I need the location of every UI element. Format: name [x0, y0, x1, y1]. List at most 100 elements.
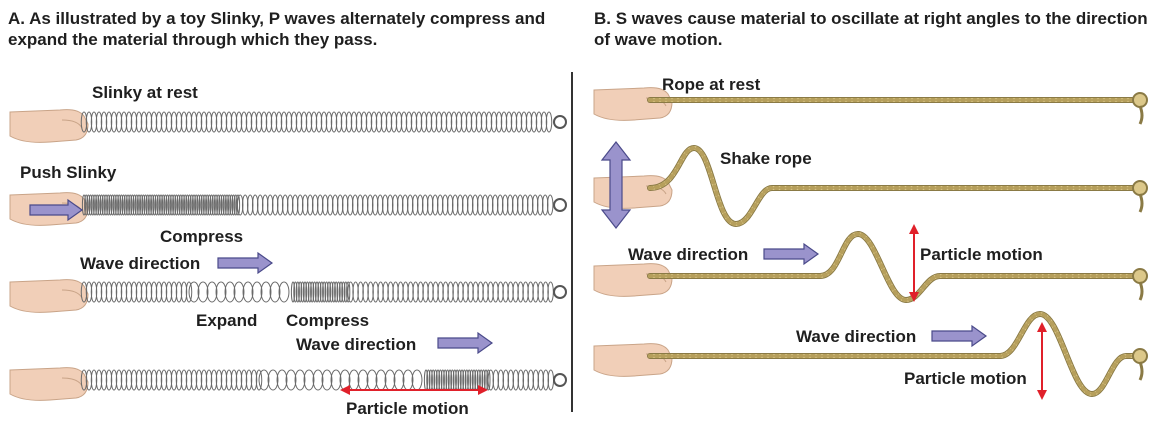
- rope-shake: [647, 144, 1141, 228]
- slinky-push-coil: [163, 194, 168, 216]
- slinky-wave-1-coil: [317, 281, 322, 303]
- slinky-push-coil: [172, 194, 177, 216]
- slinky-push-coil: [220, 194, 225, 216]
- slinky-wave-1-coil: [302, 281, 308, 303]
- slinky-push-coil: [211, 194, 216, 216]
- slinky-push-coil: [101, 194, 106, 216]
- slinky-rest-end-ring: [553, 115, 567, 129]
- slinky-push-coil: [128, 194, 133, 216]
- slinky-push-coil: [141, 194, 146, 216]
- slinky-wave-1-coil: [269, 281, 281, 303]
- slinky-wave-1-coil: [197, 281, 209, 303]
- slinky-wave-1-coil: [324, 281, 329, 303]
- slinky-push-coil: [106, 194, 111, 216]
- rope-knot-1-tail: [1138, 105, 1144, 125]
- slinky-push-coil: [108, 194, 113, 216]
- slinky-push-coil: [185, 194, 190, 216]
- slinky-wave-2-coil: [258, 369, 270, 391]
- slinky-wave-2-coil: [303, 369, 315, 391]
- rope-knot-1: [1132, 92, 1148, 125]
- slinky-push-coil: [183, 194, 188, 216]
- slinky-wave-2-coil: [276, 369, 288, 391]
- slinky-wave-1-coil: [251, 281, 263, 303]
- slinky-push-coil: [117, 194, 122, 216]
- slinky-wave-2-coil: [411, 369, 423, 391]
- slinky-wave-2-coil: [384, 369, 396, 391]
- rope-knot-4-tail: [1138, 361, 1144, 381]
- slinky-wave-1-coil: [322, 281, 327, 303]
- slinky-wave-1-coil: [312, 281, 317, 303]
- hand-a-3: [9, 279, 89, 313]
- label-particle-motion-b2: Particle motion: [904, 369, 1027, 388]
- label-compress-2: Compress: [286, 311, 370, 330]
- panel-a-title: A. As illustrated by a toy Slinky, P wav…: [8, 9, 546, 49]
- label-expand: Expand: [196, 311, 258, 330]
- slinky-wave-2-coil: [393, 369, 405, 391]
- slinky-wave-1-coil: [233, 281, 245, 303]
- slinky-push-coil: [180, 194, 186, 216]
- label-wave-direction-2: Wave direction: [296, 335, 417, 354]
- hand-a-3-palm: [9, 279, 89, 313]
- slinky-push-coil: [112, 194, 117, 216]
- rope-knot-1-loop: [1132, 92, 1148, 108]
- slinky-wave-2-coil: [285, 369, 297, 391]
- slinky-wave-2-coil: [375, 369, 387, 391]
- slinky-push-coil: [92, 194, 98, 216]
- slinky-wave-1-coil: [242, 281, 254, 303]
- slinky-push-coil: [229, 194, 234, 216]
- slinky-wave-1-coil: [319, 281, 324, 303]
- slinky-wave-1-coil: [307, 281, 312, 303]
- rope-knot-2: [1132, 180, 1148, 213]
- slinky-push-coil: [156, 194, 161, 216]
- slinky-push-coil: [145, 194, 150, 216]
- slinky-push-coil: [123, 194, 128, 216]
- slinky-push-coil: [167, 194, 172, 216]
- rope-wave-2: [647, 310, 1141, 398]
- slinky-push-end-ring: [553, 198, 567, 212]
- slinky-push-coil: [198, 194, 203, 216]
- slinky-wave-1-coil: [185, 281, 193, 303]
- hand-a-4-palm: [9, 367, 89, 401]
- slinky-push-coil: [209, 194, 214, 216]
- slinky-wave-1-coil: [346, 281, 351, 303]
- hand-b-3-palm: [593, 263, 673, 297]
- slinky-push-coil: [194, 194, 199, 216]
- slinky-push-coil: [200, 194, 205, 216]
- slinky-wave-2-coil: [339, 369, 351, 391]
- label-rope-at-rest: Rope at rest: [662, 75, 761, 94]
- slinky-push-coil: [88, 194, 93, 216]
- label-wave-direction-b1: Wave direction: [628, 245, 749, 264]
- rope-knot-2-tail: [1138, 193, 1144, 213]
- slinky-push-coil: [161, 194, 166, 216]
- arrow-wave-direction-b2: [931, 324, 988, 348]
- slinky-wave-1-coil: [188, 281, 200, 303]
- slinky-push-coil: [202, 194, 208, 216]
- slinky-push-coil: [174, 194, 179, 216]
- slinky-wave-1-coil: [260, 281, 272, 303]
- slinky-push-coil: [147, 194, 153, 216]
- slinky-push-coil: [227, 194, 232, 216]
- rope-wave-2-twist: [648, 311, 1140, 397]
- rope-wave-1-twist: [648, 231, 1140, 303]
- slinky-push-coil: [176, 194, 181, 216]
- panel-b-title: B. S waves cause material to oscillate a…: [594, 9, 1148, 49]
- slinky-push-coil: [125, 194, 131, 216]
- slinky-push-coil: [90, 194, 95, 216]
- slinky-push-coil: [81, 194, 87, 216]
- slinky-wave-1-coil: [278, 281, 290, 303]
- slinky-wave-2-coil: [267, 369, 279, 391]
- slinky-push-coil: [152, 194, 157, 216]
- slinky-push-coil: [121, 194, 126, 216]
- slinky-push-coil: [231, 194, 236, 216]
- slinky-push-coil: [189, 194, 194, 216]
- slinky-push-coil: [216, 194, 221, 216]
- label-particle-motion-b1: Particle motion: [920, 245, 1043, 264]
- slinky-push-coil: [130, 194, 135, 216]
- rope-wave-1: [647, 230, 1141, 304]
- slinky-wave-1-coil: [334, 281, 339, 303]
- slinky-wave-1-coil: [314, 281, 320, 303]
- rope-knot-2-loop: [1132, 180, 1148, 196]
- slinky-wave-1-coil: [331, 281, 336, 303]
- label-shake-rope: Shake rope: [720, 149, 812, 168]
- arrow-wave-direction-a2: [437, 331, 494, 355]
